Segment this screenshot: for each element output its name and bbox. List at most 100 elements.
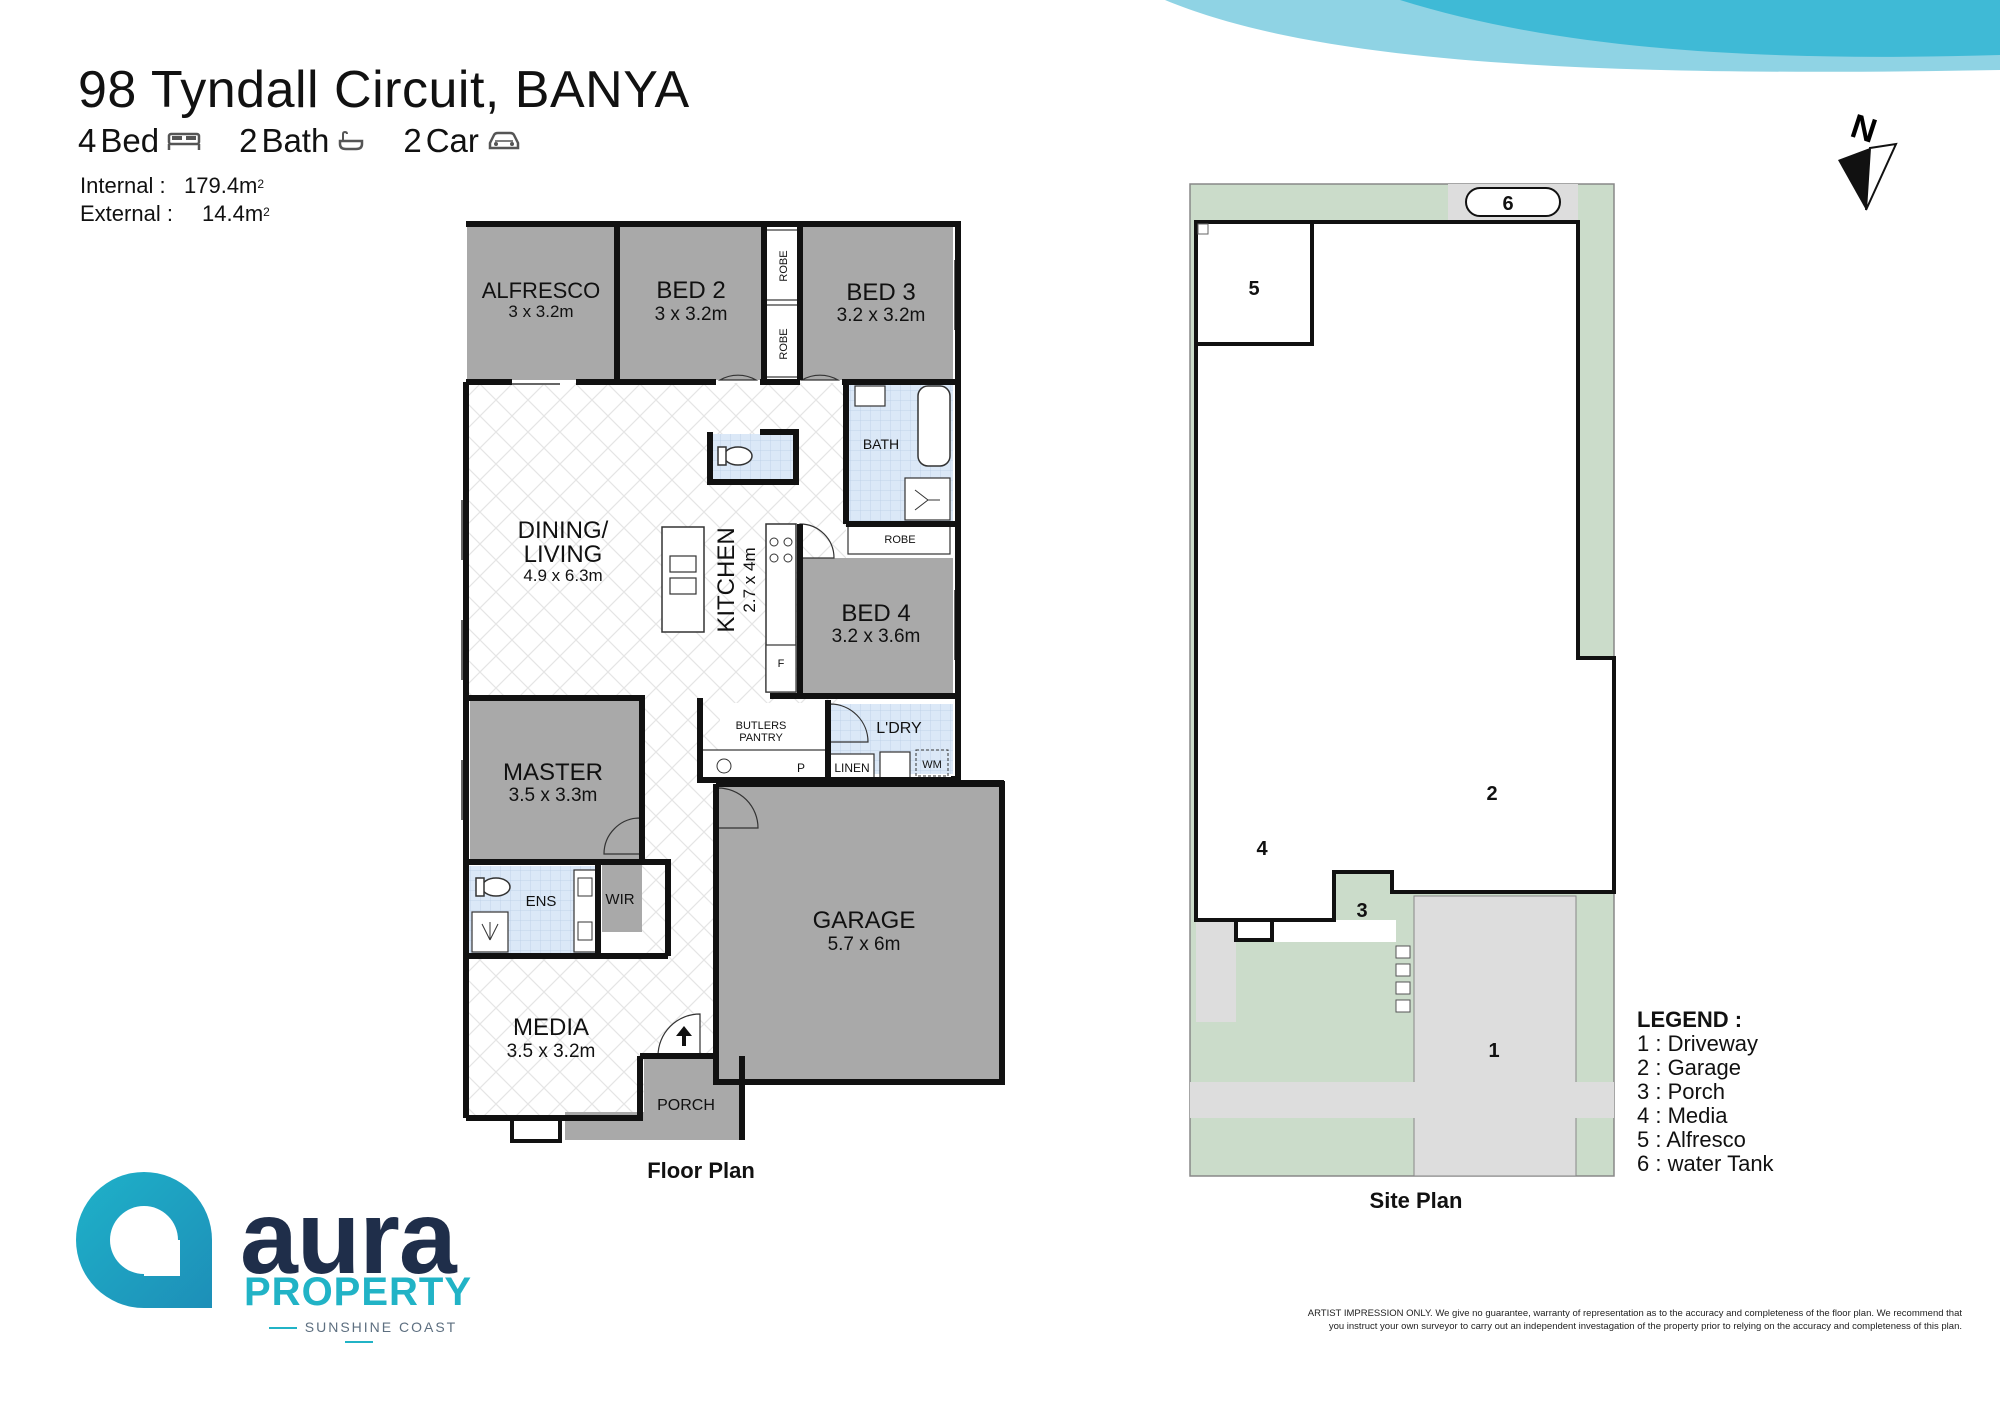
- bed-icon: [167, 132, 201, 150]
- site-legend: LEGEND : 1 : Driveway 2 : Garage 3 : Por…: [1637, 1008, 1774, 1176]
- site-plan-caption: Site Plan: [1369, 1188, 1463, 1213]
- garage-room: [717, 784, 1001, 1081]
- driveway: [1413, 895, 1577, 1177]
- cooktop-icon: [783, 553, 793, 563]
- pantry-label: PANTRY: [739, 732, 783, 744]
- bed4-label: BED 4: [841, 600, 910, 627]
- bed3-room: [803, 226, 953, 380]
- internal-area-value: 179.4m: [184, 173, 258, 198]
- door-swing: [799, 523, 835, 559]
- water-tank: [1465, 187, 1561, 217]
- internal-area-label: Internal :: [80, 173, 166, 198]
- media-label: MEDIA: [513, 1014, 589, 1041]
- legend-item: 4 : Media: [1637, 1103, 1728, 1128]
- sink-icon: [669, 577, 697, 595]
- fridge-label: F: [778, 658, 785, 670]
- bed2-label: BED 2: [656, 277, 725, 304]
- robe-cupboard: [765, 229, 799, 301]
- master-size: 3.5 x 3.3m: [509, 785, 598, 806]
- entry-arrow-icon: [676, 1026, 692, 1046]
- porch-floor: [644, 1056, 740, 1140]
- bath-label: BATH: [863, 436, 899, 452]
- site-corner-marker: [1197, 223, 1209, 235]
- north-compass: N: [1838, 107, 1898, 211]
- porch-label: PORCH: [657, 1097, 715, 1114]
- ensuite-label: ENS: [526, 893, 557, 910]
- kitchen-size: 2.7 x 4m: [740, 547, 759, 612]
- external-area-value: 14.4m: [202, 201, 264, 226]
- dining-label-line2: LIVING: [524, 541, 603, 568]
- porch-steps: [1395, 945, 1411, 1013]
- master-label: MASTER: [503, 759, 603, 786]
- disclaimer-text: ARTIST IMPRESSION ONLY. We give no guara…: [1307, 1308, 1962, 1332]
- toilet-icon: [717, 446, 727, 466]
- bed4-room: [800, 558, 953, 695]
- compass-north-label: N: [1846, 107, 1881, 151]
- door-swing: [717, 787, 759, 829]
- aura-logo-icon: [76, 1172, 212, 1308]
- vanity-icon: [854, 385, 886, 407]
- robe-cupboard: [847, 525, 951, 555]
- compass-arrow-icon: [1865, 142, 1898, 211]
- garage-label: GARAGE: [813, 907, 916, 934]
- wall: [951, 776, 1004, 786]
- beds-count: 4: [78, 122, 97, 159]
- butlers-label: BUTLERS: [736, 720, 787, 732]
- site-marker-2: 2: [1486, 783, 1497, 805]
- robe-label: ROBE: [884, 534, 915, 546]
- legend-item: 3 : Porch: [1637, 1079, 1726, 1104]
- floor-plan-caption: Floor Plan: [647, 1158, 755, 1183]
- logo-divider: [268, 1327, 297, 1330]
- laundry-label: L'DRY: [876, 720, 922, 737]
- fridge-space: [765, 644, 797, 693]
- wir-room: [602, 862, 642, 932]
- washing-machine-space: [915, 749, 949, 777]
- logo-divider: [345, 1341, 373, 1344]
- pantry-p-label: P: [797, 761, 805, 775]
- toilet-icon: [475, 877, 485, 897]
- decorative-wave: [1165, 0, 2000, 72]
- bed4-size: 3.2 x 3.6m: [832, 626, 921, 647]
- robe-label: ROBE: [778, 328, 790, 359]
- legend-heading: LEGEND :: [1637, 1007, 1743, 1032]
- basin-icon: [577, 921, 593, 941]
- site-marker-4: 4: [1256, 838, 1268, 860]
- cars-feature: 2 Car: [403, 122, 521, 160]
- cooktop-icon: [769, 553, 779, 563]
- door-swing: [799, 374, 841, 381]
- shower-head-icon: [914, 489, 940, 511]
- cooktop-icon: [769, 537, 779, 547]
- alfresco-size: 3 x 3.2m: [508, 302, 573, 321]
- legend-item: 6 : water Tank: [1637, 1151, 1774, 1176]
- walls: [463, 221, 1005, 1140]
- beds-feature: 4 Bed: [78, 122, 201, 160]
- window-box: [1234, 918, 1274, 942]
- house-outline: [1194, 220, 1616, 922]
- bed2-size: 3 x 3.2m: [655, 304, 728, 325]
- baths-label: Bath: [261, 122, 330, 159]
- bed3-label: BED 3: [846, 279, 915, 306]
- internal-area-unit: 2: [257, 177, 265, 191]
- dining-label-line1: DINING/: [518, 517, 609, 544]
- logo-property: PROPERTY: [244, 1270, 473, 1314]
- legend-item: 5 : Alfresco: [1637, 1127, 1746, 1152]
- alfresco-area: [467, 222, 615, 380]
- legend-item: 2 : Garage: [1637, 1055, 1741, 1080]
- linen-label: LINEN: [834, 761, 869, 775]
- door-swing: [829, 703, 869, 743]
- wir-label: WIR: [605, 891, 634, 908]
- site-marker-1: 1: [1488, 1040, 1499, 1062]
- pantry-sink-icon: [716, 758, 732, 774]
- wm-label: WM: [922, 759, 942, 771]
- beds-label: Bed: [100, 122, 160, 159]
- external-area-label: External :: [80, 201, 173, 226]
- alfresco-label: ALFRESCO: [482, 278, 601, 303]
- garage-size: 5.7 x 6m: [828, 934, 901, 955]
- shower-head-icon: [481, 922, 499, 941]
- legend-item: 1 : Driveway: [1637, 1031, 1759, 1056]
- bath-icon: [339, 130, 364, 151]
